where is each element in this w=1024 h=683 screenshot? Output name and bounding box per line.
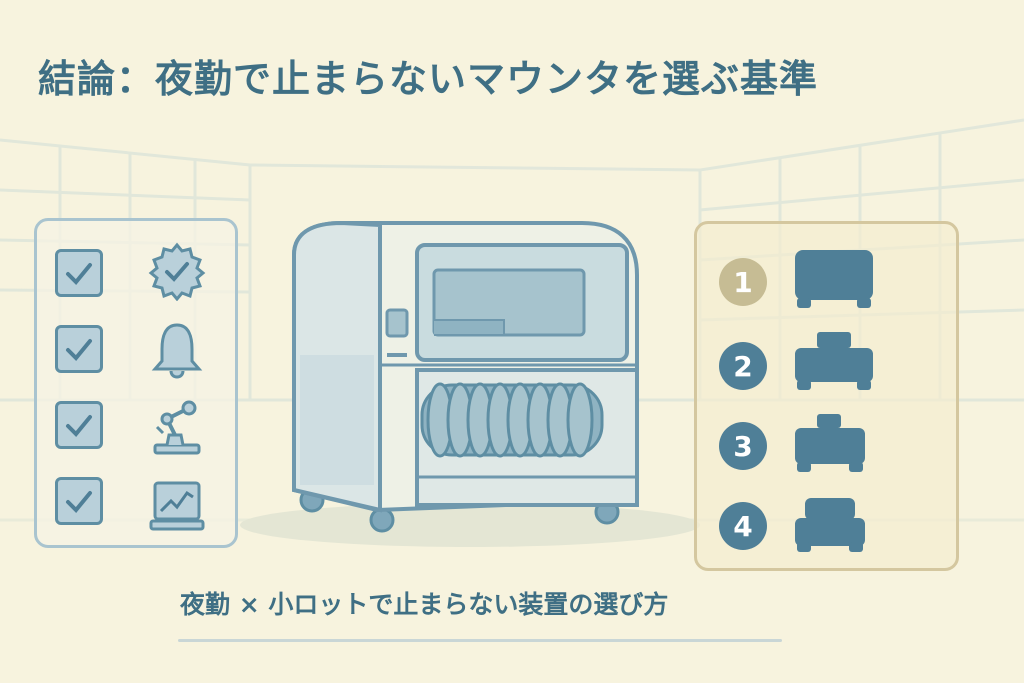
rank-number-4: 4 (719, 502, 767, 550)
check-icon (66, 263, 92, 285)
subtitle: 夜勤 × 小ロットで止まらない装置の選び方 (180, 590, 669, 619)
robot-arm-icon (153, 400, 201, 455)
checkbox-2[interactable] (55, 325, 103, 373)
rank-number-2: 2 (719, 342, 767, 390)
bell-icon (151, 323, 203, 379)
checkbox-3[interactable] (55, 401, 103, 449)
page-title: 結論：夜勤で止まらないマウンタを選ぶ基準 (38, 57, 819, 101)
check-icon (66, 491, 92, 513)
rank-number-3: 3 (719, 422, 767, 470)
check-icon (66, 339, 92, 361)
machine-silhouette-icon (795, 498, 865, 552)
rank-number-1: 1 (719, 258, 767, 306)
mounter-machine-illustration (292, 220, 639, 533)
ranking-panel: 1 2 3 4 (694, 221, 959, 571)
checkbox-1[interactable] (55, 249, 103, 297)
divider (178, 639, 782, 642)
machine-silhouette-icon (795, 414, 865, 472)
checkbox-4[interactable] (55, 477, 103, 525)
machine-silhouette-icon (795, 250, 873, 308)
check-icon (66, 415, 92, 437)
monitor-chart-icon (149, 481, 205, 531)
gear-check-icon (148, 242, 206, 301)
checklist-panel (34, 218, 238, 548)
machine-silhouette-icon (795, 332, 873, 390)
